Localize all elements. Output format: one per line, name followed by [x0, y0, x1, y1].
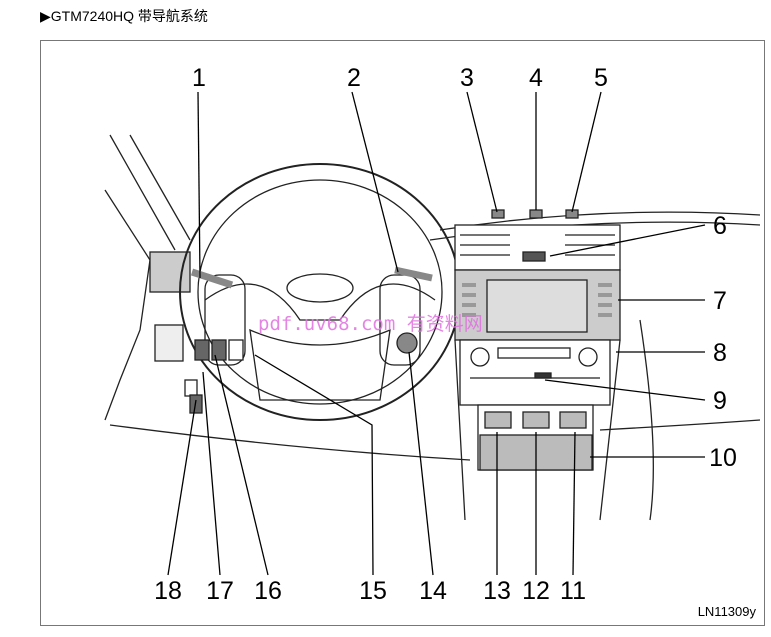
callout-8: 8 [713, 339, 727, 367]
page-header: ▶GTM7240HQ 带导航系统 [40, 6, 208, 26]
callout-16: 16 [254, 577, 282, 605]
callout-15: 15 [359, 577, 387, 605]
callout-13: 13 [483, 577, 511, 605]
callout-6: 6 [713, 212, 727, 240]
callout-12: 12 [522, 577, 550, 605]
left-spoke-switches [204, 274, 246, 366]
callout-5: 5 [594, 64, 608, 92]
watermark: pdf.uv68.com 有资料网 [258, 313, 483, 335]
callout-7: 7 [713, 287, 727, 315]
callout-10: 10 [709, 444, 737, 472]
callout-3: 3 [460, 64, 474, 92]
callout-2: 2 [347, 64, 361, 92]
callout-11: 11 [560, 577, 586, 605]
leader-lines [167, 91, 706, 576]
engine-switch [396, 332, 418, 354]
triangle-marker-icon: ▶ [40, 8, 51, 24]
callout-4: 4 [529, 64, 543, 92]
figure-code: LN11309y [698, 604, 757, 619]
callout-1: 1 [192, 64, 206, 92]
callout-14: 14 [419, 577, 447, 605]
header-title: GTM7240HQ 带导航系统 [50, 8, 208, 24]
callout-9: 9 [713, 387, 727, 415]
left-vent [149, 251, 191, 293]
callout-17: 17 [206, 577, 234, 605]
callout-18: 18 [154, 577, 182, 605]
figure-frame [40, 40, 765, 626]
